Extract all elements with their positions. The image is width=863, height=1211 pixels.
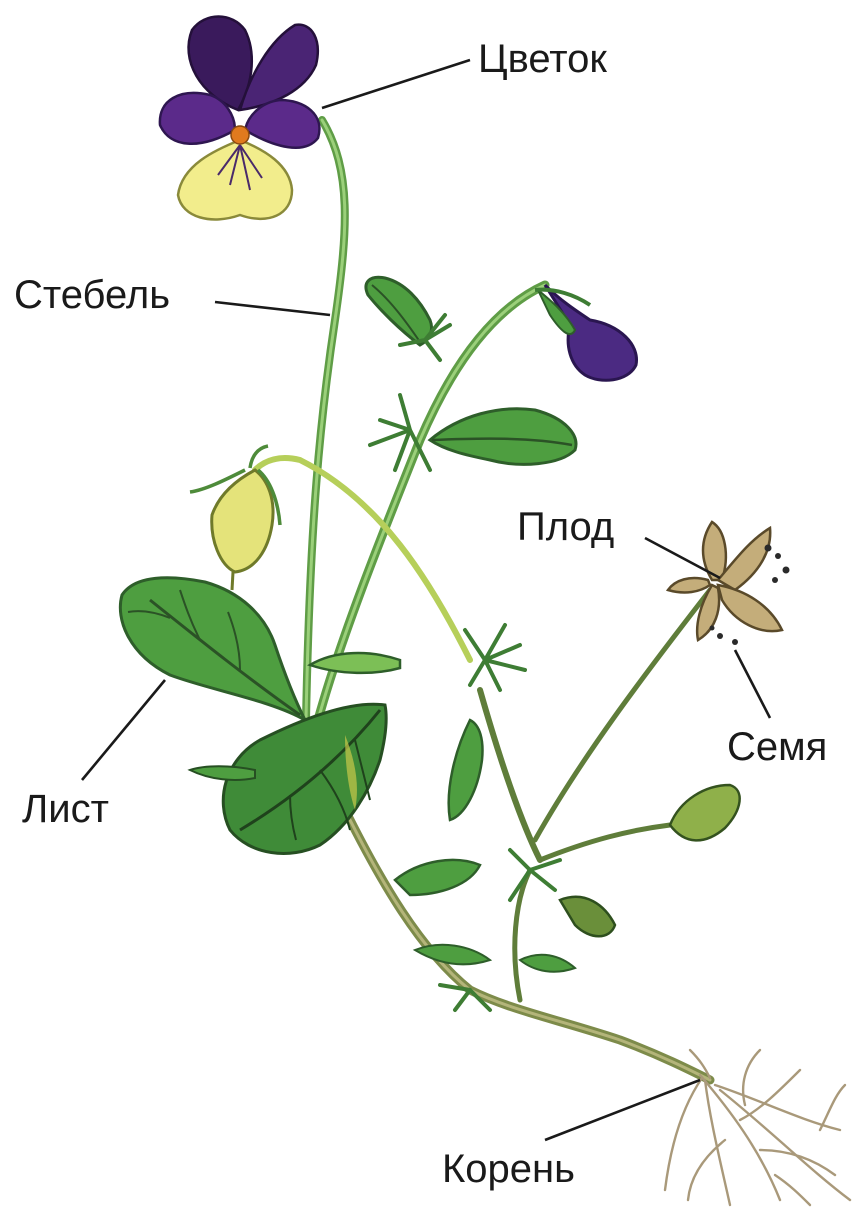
upper-leaf bbox=[366, 277, 432, 345]
plant-illustration bbox=[120, 17, 850, 1206]
label-seed: Семя bbox=[727, 725, 827, 769]
label-stem: Стебель bbox=[14, 273, 170, 317]
stems bbox=[255, 120, 710, 1080]
label-fruit: Плод bbox=[517, 505, 614, 549]
stem-leader-line bbox=[215, 302, 330, 315]
seed-leader-line bbox=[735, 650, 770, 718]
flower-leader-line bbox=[322, 60, 470, 108]
yellow-bud bbox=[190, 446, 280, 590]
fruit-capsule bbox=[668, 522, 790, 645]
purple-bud bbox=[535, 285, 637, 380]
pansy-flower bbox=[160, 17, 320, 220]
label-leaf: Лист bbox=[22, 787, 109, 831]
mid-right-leaf bbox=[430, 409, 576, 465]
label-flower: Цветок bbox=[478, 37, 607, 81]
leaf-leader-line bbox=[82, 680, 165, 780]
small-leaves bbox=[310, 653, 740, 972]
label-root: Корень bbox=[442, 1147, 575, 1191]
